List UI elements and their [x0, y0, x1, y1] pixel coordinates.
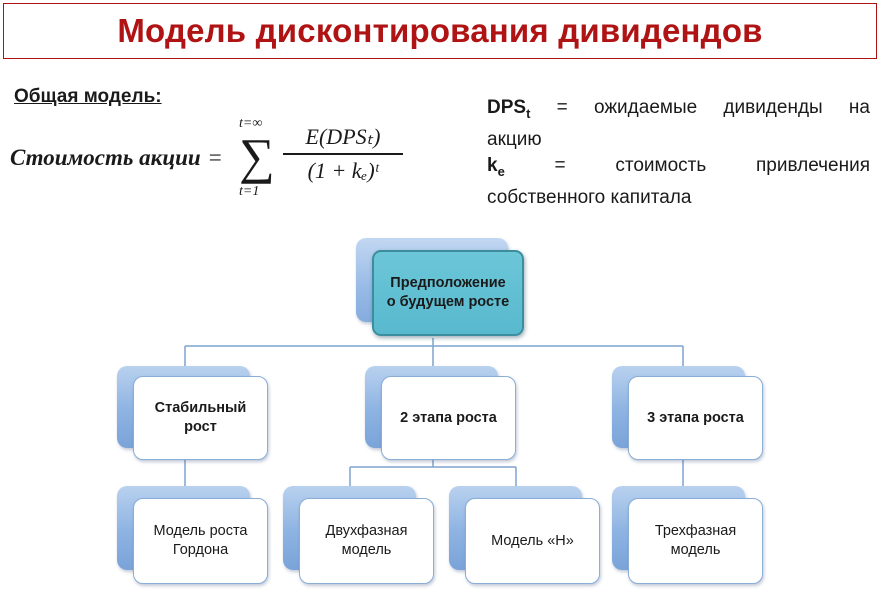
equals-sign: = [208, 145, 222, 170]
formula-lhs: Стоимость акции = [10, 145, 222, 171]
root-connector [184, 338, 684, 366]
ke-definition-line-2: собственного капитала [487, 186, 692, 208]
ke-text-1: = стоимость привлечения [554, 154, 871, 176]
sum-upper-limit: t=∞ [239, 116, 263, 131]
sum-sign: ∑ [239, 128, 275, 184]
dps-key: DPSt [487, 97, 531, 121]
h-model-node: Модель «H» [465, 498, 600, 584]
dps-definition-line-1: DPSt = ожидаемые дивиденды на [487, 95, 870, 127]
stock-value-label: Стоимость акции [10, 145, 201, 170]
two-stage-node: 2 этапа роста [381, 376, 516, 460]
ke-definition-line-1: ke = стоимость привлечения [487, 153, 870, 185]
formula-fraction: E(DPSₜ) (1 + kₑ)ᵗ [283, 124, 403, 184]
three-stage-node: 3 этапа роста [628, 376, 763, 460]
sum-lower-limit: t=1 [239, 184, 260, 199]
dps-text-1: = ожидаемые дивиденды на [556, 97, 870, 118]
two-stage-connector [349, 458, 517, 486]
general-model-label: Общая модель: [14, 86, 162, 107]
formula-numerator: E(DPSₜ) [305, 124, 381, 149]
formula-denominator: (1 + kₑ)ᵗ [307, 157, 379, 183]
title-box: Модель дисконтирования дивидендов [3, 3, 877, 59]
page-title: Модель дисконтирования дивидендов [117, 12, 763, 49]
ke-key: ke [487, 154, 505, 179]
dps-definition-line-2: акцию [487, 128, 542, 150]
fraction-bar [283, 153, 403, 155]
definitions: DPSt = ожидаемые дивиденды на акцию ke =… [487, 95, 870, 211]
